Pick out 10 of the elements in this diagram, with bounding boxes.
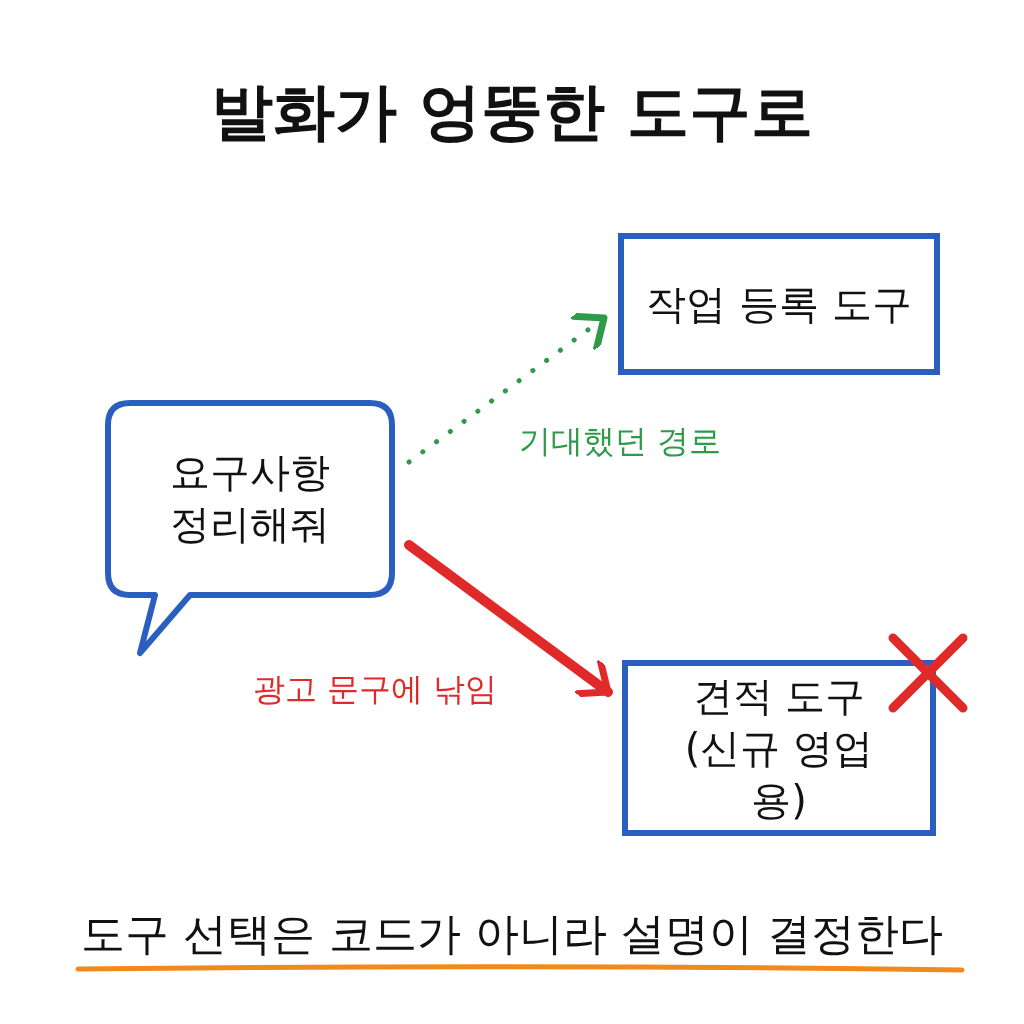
caption: 도구 선택은 코드가 아니라 설명이 결정한다	[80, 907, 944, 961]
node-label: 요구사항 정리해줘	[169, 447, 331, 549]
tool-box	[618, 233, 940, 375]
speech-bubble	[105, 400, 395, 658]
tool-box	[622, 660, 936, 836]
arrow	[406, 312, 608, 465]
arrow	[404, 540, 613, 698]
title: 발화가 엉뚱한 도구로	[210, 74, 814, 150]
node-label: 견적 도구 (신규 영업용)	[683, 672, 875, 825]
node-label: 작업 등록 도구	[645, 280, 913, 329]
